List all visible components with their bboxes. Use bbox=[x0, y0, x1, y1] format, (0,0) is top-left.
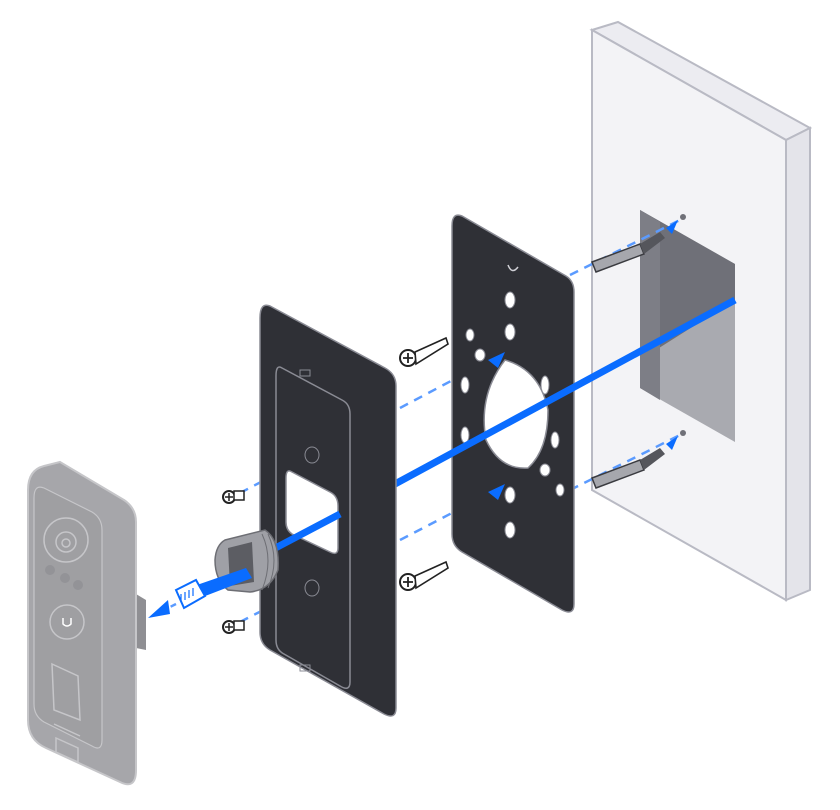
bracket-icon bbox=[259, 304, 397, 717]
screw-icon bbox=[222, 620, 245, 634]
doorbell-icon bbox=[27, 460, 146, 786]
screw-icon bbox=[399, 336, 449, 367]
ethernet-cable-icon bbox=[393, 296, 737, 488]
ethernet-plug-icon bbox=[174, 578, 207, 610]
arrow-icon bbox=[488, 484, 505, 500]
ethernet-cable-icon bbox=[194, 568, 252, 598]
screw-icon bbox=[399, 560, 449, 591]
wall-hole-top bbox=[680, 214, 686, 220]
wall-hole-bottom bbox=[680, 430, 686, 436]
mounting-plate-icon bbox=[451, 214, 575, 613]
arrow-icon bbox=[488, 352, 505, 368]
guide-lines bbox=[239, 218, 681, 624]
screw-icon bbox=[222, 490, 245, 504]
wall-anchor-icon bbox=[591, 220, 678, 273]
wall-anchor-icon bbox=[591, 436, 678, 489]
arrow-icon bbox=[148, 600, 177, 618]
